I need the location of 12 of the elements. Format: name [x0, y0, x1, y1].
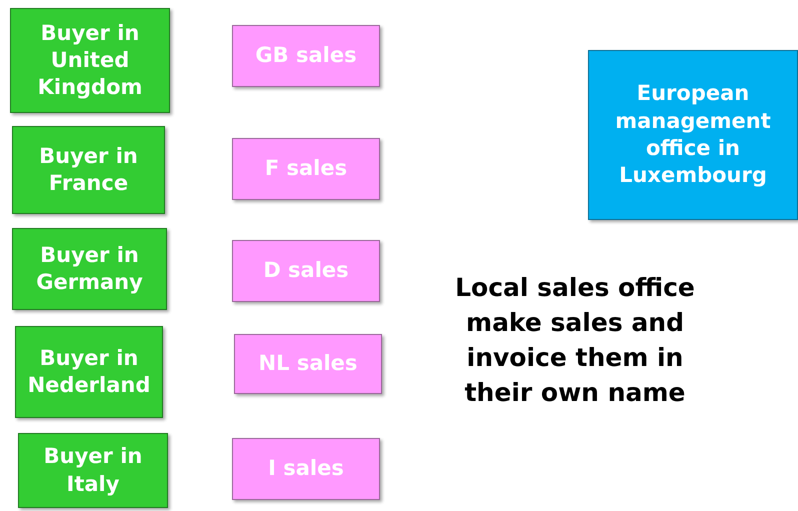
- sales-office-box: NL sales: [234, 334, 382, 394]
- sales-office-box: GB sales: [232, 25, 380, 87]
- sales-office-box: I sales: [232, 438, 380, 500]
- buyer-box: Buyer in Germany: [12, 228, 167, 310]
- sales-office-box: D sales: [232, 240, 380, 302]
- buyer-box: Buyer in Italy: [18, 433, 168, 508]
- sales-office-box: F sales: [232, 138, 380, 200]
- note-text: Local sales office make sales and invoice them in their own name: [454, 272, 696, 409]
- buyer-box: Buyer in France: [12, 126, 165, 214]
- buyer-box: Buyer in Nederland: [15, 326, 163, 418]
- buyer-box: Buyer in United Kingdom: [10, 8, 170, 113]
- office-box: European management office in Luxembourg: [588, 50, 798, 220]
